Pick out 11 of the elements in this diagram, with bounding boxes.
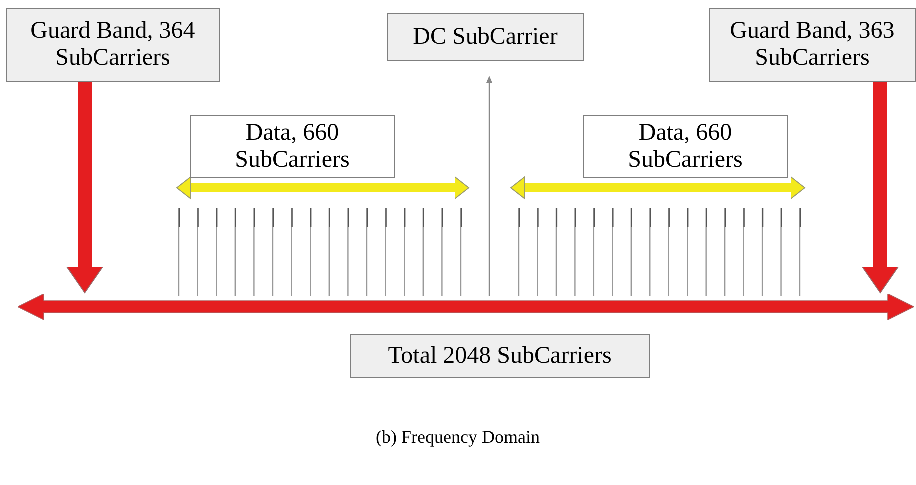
- caption: (b) Frequency Domain: [376, 427, 540, 448]
- arrow: [862, 82, 899, 294]
- arrow: [66, 82, 104, 294]
- dc-subcarrier-arrow: [486, 76, 492, 296]
- label-box: Data, 660 SubCarriers: [190, 115, 395, 178]
- label-box: Data, 660 SubCarriers: [583, 115, 788, 178]
- label-box: Total 2048 SubCarriers: [350, 334, 650, 378]
- label-box: DC SubCarrier: [387, 13, 584, 61]
- frequency-axis-arrow: [18, 294, 914, 320]
- guard-band-box: Guard Band, 363 SubCarriers: [709, 8, 916, 82]
- guard-band-box: Guard Band, 364 SubCarriers: [6, 8, 220, 82]
